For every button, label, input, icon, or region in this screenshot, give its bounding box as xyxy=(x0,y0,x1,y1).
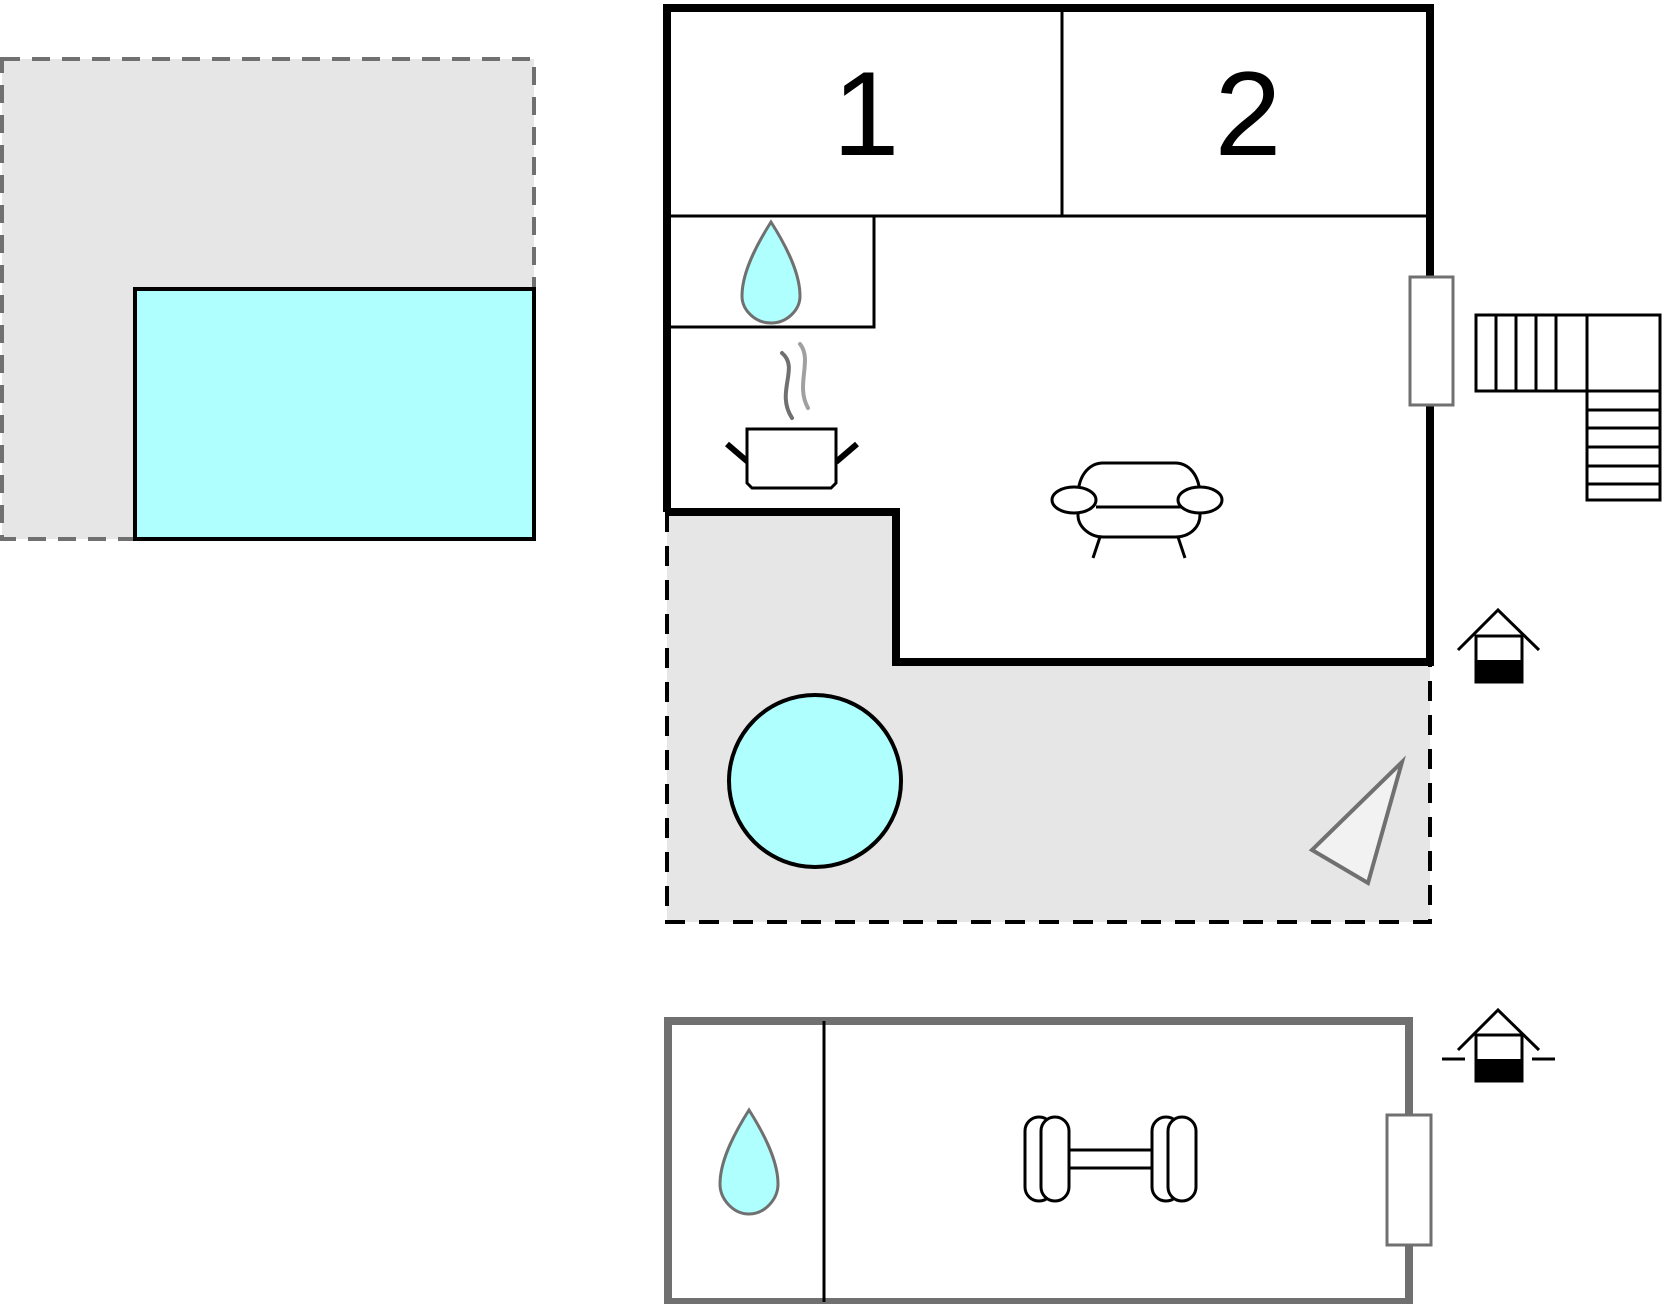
door-icon xyxy=(1408,275,1455,407)
pool-icon xyxy=(727,693,903,869)
parasol-icon xyxy=(1308,755,1406,887)
sofa-icon xyxy=(1050,461,1224,559)
basement-water-drop-icon xyxy=(718,1107,780,1216)
water-drop-icon xyxy=(740,219,802,325)
cooking-pot-icon xyxy=(725,342,859,490)
dumbbell-icon xyxy=(1023,1115,1198,1203)
house-outer-wall-top xyxy=(663,4,1434,512)
house-interior xyxy=(667,8,1430,662)
garden-terrace-dashed-border xyxy=(665,512,1432,924)
outdoor-pool-area xyxy=(0,57,536,541)
house-level-below-icon xyxy=(1442,1007,1555,1083)
bedroom-1-label: 1 xyxy=(833,47,900,181)
basement-door-icon xyxy=(1385,1113,1433,1247)
basement-level xyxy=(664,1017,1433,1304)
bedroom-2-label: 2 xyxy=(1215,47,1282,181)
house-level-icon xyxy=(1456,607,1541,684)
house-outer-wall-right xyxy=(667,404,1434,666)
stairs-icon xyxy=(1474,313,1662,502)
swimming-pool xyxy=(133,287,536,541)
wall-bathroom xyxy=(667,216,876,329)
